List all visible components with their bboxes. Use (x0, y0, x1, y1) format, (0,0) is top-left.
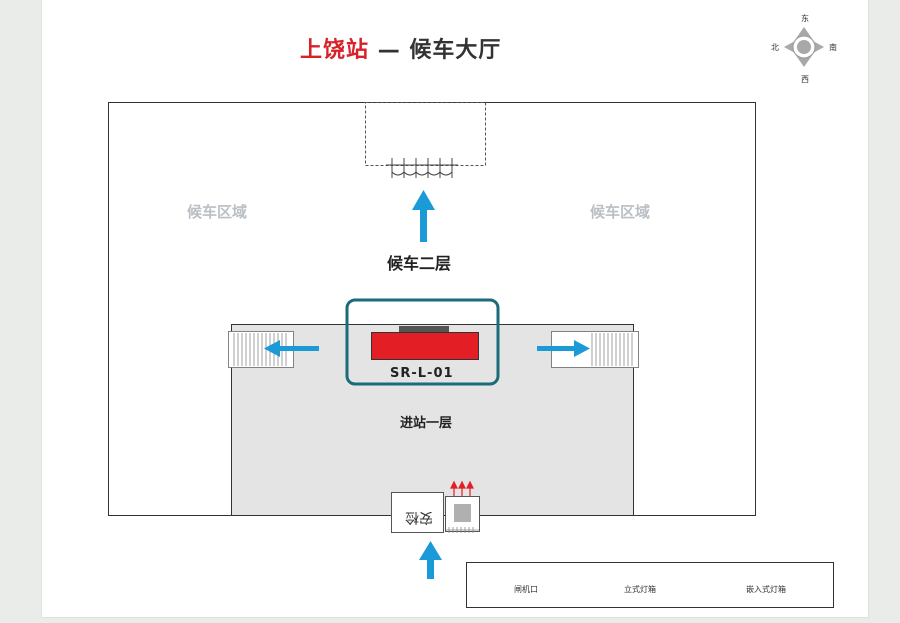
lightbox-code: SR-L-01 (390, 366, 454, 381)
compass-label-bottom: 西 (801, 75, 809, 84)
legend-embedded-label: 嵌入式灯箱 (746, 585, 786, 594)
lightbox-cap (399, 326, 449, 332)
highlight-frame (345, 298, 500, 386)
standing-lightbox (371, 332, 479, 360)
compass-label-left: 北 (771, 43, 779, 52)
arrow-up-icon (419, 541, 442, 579)
legend-standing-label: 立式灯箱 (624, 585, 656, 594)
compass-icon (784, 27, 824, 67)
scanner-rollers (446, 527, 479, 533)
floor-upper-label: 候车二层 (387, 254, 452, 273)
security-box (391, 492, 444, 533)
waiting-zone-left: 候车区域 (187, 203, 248, 221)
arrow-right-icon (537, 340, 590, 357)
arrow-left-icon (264, 340, 319, 357)
legend-gate-label: 闸机口 (514, 585, 538, 594)
legend: 闸机口 立式灯箱 嵌入式灯箱 (466, 562, 834, 608)
scanner-core (454, 504, 471, 522)
station-name: 上饶站 (300, 38, 370, 63)
scanner-arrows (450, 480, 474, 496)
title-separator: — (377, 38, 401, 63)
compass-label-right: 南 (829, 43, 837, 52)
compass-label-top: 东 (801, 14, 809, 23)
floor-lower-label: 进站一层 (400, 416, 453, 431)
arrow-up-icon (412, 190, 435, 242)
area-name: 候车大厅 (409, 38, 502, 63)
map-title: 上饶站 — 候车大厅 (300, 32, 501, 64)
waiting-zone-right: 候车区域 (590, 203, 651, 221)
security-label: 安检 (405, 509, 433, 525)
gate-icon (386, 158, 458, 178)
